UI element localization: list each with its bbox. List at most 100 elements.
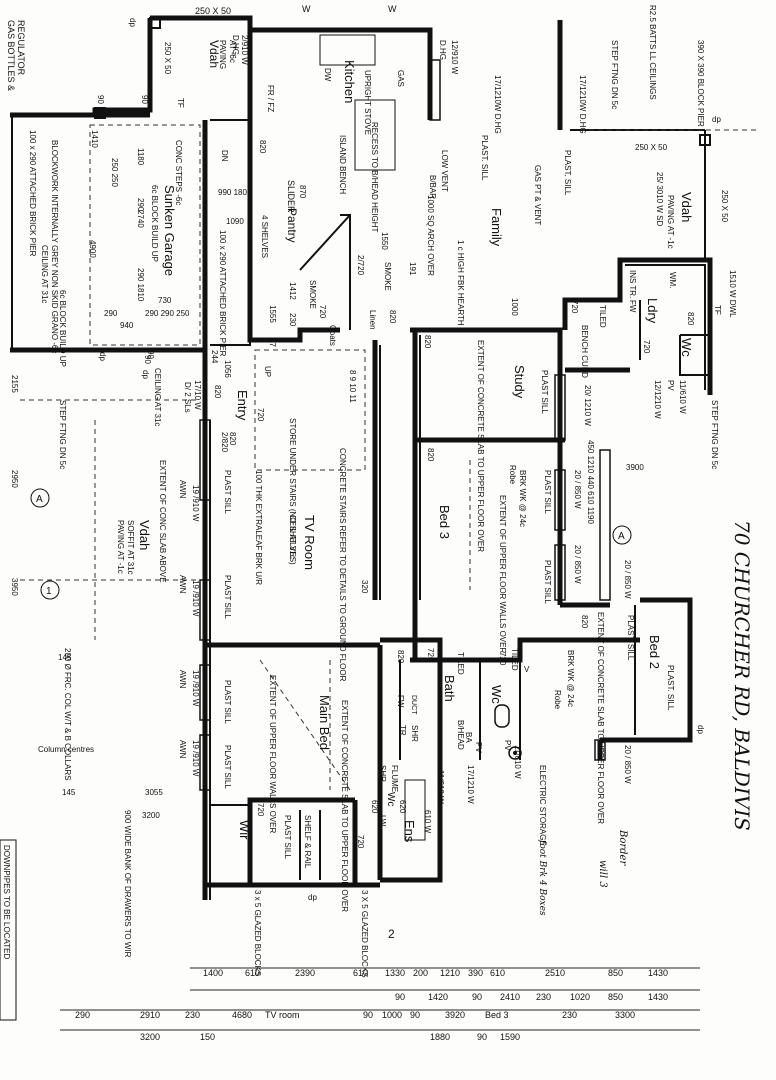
bath-shr: SHR xyxy=(410,725,419,742)
bed3-robe: Robe xyxy=(508,465,517,485)
ens-dim-720: 720 xyxy=(356,835,365,849)
bed3-win: 20 / 850 W xyxy=(573,470,582,509)
main-bed-awn: AWN xyxy=(178,670,187,689)
post-250x50-r2-label: 250 X 50 xyxy=(720,190,729,223)
tv-awn2: AWN xyxy=(178,575,187,594)
gas-pt-vent-label: GAS PT & VENT xyxy=(533,165,542,225)
store-label: STORE UNDER STAIRS (NO SHELVES) xyxy=(288,418,297,565)
four-shelves-label: 4 SHELVES xyxy=(260,215,269,258)
dim-87: 87 xyxy=(268,338,277,347)
study-plast-sill: PLAST SILL xyxy=(540,370,549,414)
dim-230: 230 xyxy=(288,313,297,327)
entry-dim-820: 820 xyxy=(213,385,222,399)
garage-sub: 6c BLOCK BUILD UP xyxy=(150,185,159,262)
main-bed-dim-620: 620 xyxy=(370,800,379,814)
garage-title: Sunken Garage xyxy=(162,185,177,276)
dimension-value: TV room xyxy=(265,1010,300,1020)
dimension-value: 2510 xyxy=(545,968,565,978)
laundry-step-fting: STEP FTNG DN 5c xyxy=(710,400,719,469)
dim-1090: 1090 xyxy=(226,217,244,226)
study-extent-label: EXTENT OF CONCRETE SLAB TO UPPER FLOOR O… xyxy=(476,340,485,552)
dimension-value: 1210 xyxy=(440,968,460,978)
entry-dim-720: 720 xyxy=(256,408,265,422)
dimension-value: 1590 xyxy=(500,1032,520,1042)
upright-stove-label: UPRIGHT STOVE xyxy=(363,70,372,135)
main-bed-label: Main Bed xyxy=(317,695,332,750)
dim-1555: 1555 xyxy=(268,305,277,323)
entry-up-label: UP xyxy=(263,366,272,377)
family-label: Family xyxy=(489,208,504,247)
entry-dim-244: 244 xyxy=(210,350,219,364)
wir-dim-720: 720 xyxy=(256,803,265,817)
laundry-dim-820: 820 xyxy=(686,312,695,326)
shower-symbol xyxy=(404,779,426,841)
entry-dim-90: 90 xyxy=(146,350,155,359)
bed3-w20: 20 / 850 W xyxy=(623,560,632,599)
vdah-right-win: 25/ 3010 W SD xyxy=(655,172,664,226)
dim-250-250: 250 250 xyxy=(110,158,119,187)
garage-ceiling-label: CEILING AT 31c xyxy=(40,245,49,303)
bath-bhead: B/HEAD xyxy=(456,720,465,750)
low-vent-label: LOW VENT xyxy=(440,150,449,192)
entry-dl-sls: D/ 2 SLs xyxy=(183,382,192,413)
bath-tiled: TILED xyxy=(456,652,465,675)
dimension-value: 90 xyxy=(472,992,482,1002)
bed3-win2: 20 / 850 W xyxy=(573,545,582,584)
walls xyxy=(10,15,713,900)
dim-990-180: 990 180 xyxy=(218,188,247,197)
frc-label: 200 Ø FRC. COL W/T & B COLLARS xyxy=(63,648,72,780)
storage-heater-symbol xyxy=(508,746,522,760)
kitchen-label: Kitchen xyxy=(342,60,357,103)
bath-win-171210: 17/1210 W xyxy=(466,765,475,804)
paving-left-label: PAVING xyxy=(218,40,227,69)
bed2-plast-sill: PLAST. SILL xyxy=(626,615,635,661)
section-marker-a-left xyxy=(30,488,50,508)
dim-145a: 145 xyxy=(58,653,72,662)
notes-handwriting: foot Brk 4 Boxes xyxy=(537,839,547,916)
bed3-label: Bed 3 xyxy=(437,505,452,539)
column-label: Column centres xyxy=(38,745,94,754)
bath-ba: BA xyxy=(464,732,473,743)
dimension-value: 2390 xyxy=(295,968,315,978)
dimension-value: 90 xyxy=(363,1010,373,1020)
bed3-brk-wk: BRK WK @ 24c xyxy=(518,470,527,527)
dimension-value: 610 xyxy=(490,968,505,978)
dimension-value: 3300 xyxy=(615,1010,635,1020)
border-handwriting: Border xyxy=(617,829,628,866)
ens-win-11610: 11/610 W xyxy=(436,770,445,804)
dim-2950: 2950 xyxy=(10,470,19,488)
dim-3200: 3200 xyxy=(142,811,160,820)
bath-tr: TR xyxy=(398,725,407,736)
main-bed-extent-upper: EXTENT OF UPPER FLOOR WALLS OVER xyxy=(268,675,277,833)
entry-step-fting: STEP FTNG DN 5c xyxy=(58,400,67,469)
bed2-label: Bed 2 xyxy=(647,635,662,669)
wir-label: Wir xyxy=(237,820,252,840)
tv-win-19910: 19 /910 W xyxy=(191,485,200,522)
vdah-right-label: Vdah xyxy=(679,192,694,222)
dp-top: dp xyxy=(128,18,137,27)
dim-3950: 3950 xyxy=(10,578,19,596)
dimension-value: 150 xyxy=(200,1032,215,1042)
dimension-value: 850 xyxy=(608,992,623,1002)
plast-sill-k-label: PLAST. SILL xyxy=(480,135,489,181)
wc-label: Wc xyxy=(489,685,504,704)
downpipes-box xyxy=(0,839,17,1021)
block-pier-label: 390 X 390 BLOCK PIER xyxy=(696,40,705,127)
bed3-plast-sill: PLAST SILL xyxy=(543,470,552,514)
laundry-wc-label: Wc xyxy=(679,338,694,357)
laundry-pv-label: PV xyxy=(666,380,675,391)
dim-4900: 4900 xyxy=(88,240,97,258)
bath-pv: PV xyxy=(474,742,483,753)
bed2-extent: EXTENT OF CONCRETE SLAB TO UPPER FLOOR O… xyxy=(596,612,605,824)
family-dim-1000: 1000 xyxy=(510,298,519,316)
main-bed-plast-sill: PLAST SILL xyxy=(223,680,232,724)
win-11610-label: 11/610 W xyxy=(678,380,687,414)
entry-dim-2155: 2155 xyxy=(10,375,19,393)
tv-ceil-label: CEIL AT 31c xyxy=(288,515,297,559)
bath-v: V xyxy=(524,665,530,674)
dimension-value: 90 xyxy=(395,992,405,1002)
tv-awn: AWN xyxy=(178,480,187,499)
conc-steps-label: CONC STEPS -6c xyxy=(174,140,183,205)
